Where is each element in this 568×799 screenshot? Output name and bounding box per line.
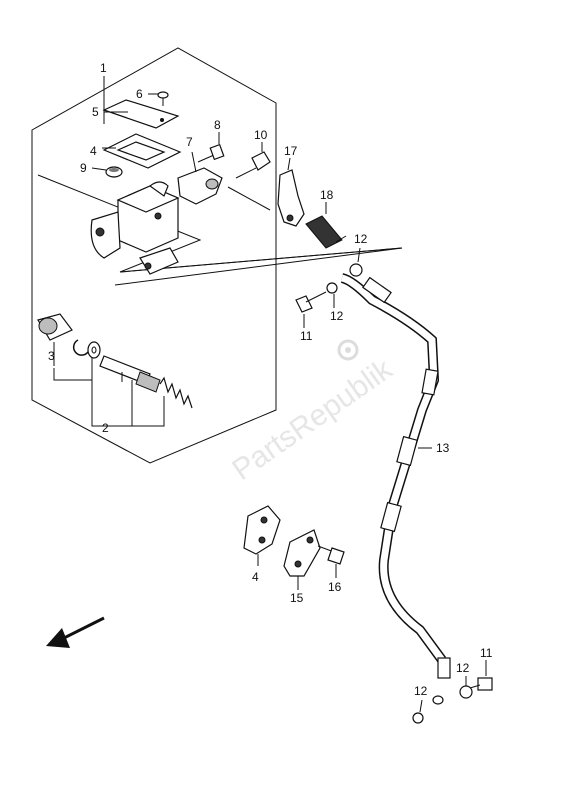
callout-12-b: 12 (330, 309, 344, 323)
washer-12c[interactable] (459, 685, 473, 699)
union-bolt-11-upper[interactable] (295, 291, 327, 313)
callout-11-upper: 11 (300, 329, 313, 343)
callout-17: 17 (284, 144, 298, 158)
callout-15: 15 (290, 591, 304, 605)
pivot-bolt-10[interactable] (235, 142, 271, 179)
callout-6: 6 (136, 87, 143, 101)
callout-12-a: 12 (354, 232, 368, 246)
dust-boot-3[interactable] (37, 313, 73, 366)
guide-line-17 (227, 186, 271, 211)
callout-11-lower: 11 (480, 646, 493, 660)
bolt-8[interactable] (197, 132, 225, 163)
washer-12a[interactable] (326, 282, 338, 294)
callout-4-lower: 4 (252, 570, 259, 584)
spring (159, 376, 193, 409)
circlip[interactable] (72, 339, 89, 356)
washer[interactable] (87, 341, 101, 359)
watermark: PartsRepublik (226, 339, 399, 487)
callout-3: 3 (48, 349, 55, 363)
callout-10: 10 (254, 128, 268, 142)
callout-9: 9 (80, 161, 87, 175)
callout-12-c: 12 (456, 661, 470, 675)
callout-13: 13 (436, 441, 450, 455)
diaphragm-9[interactable] (91, 166, 123, 178)
gear-logo-icon (337, 339, 359, 361)
callout-1: 1 (100, 61, 107, 75)
callout-16: 16 (328, 580, 342, 594)
callout-18: 18 (320, 188, 334, 202)
switch-18[interactable] (305, 202, 347, 249)
bracket-15[interactable] (283, 529, 321, 590)
guide-line-fitting-2 (114, 247, 403, 286)
washer-12b[interactable] (349, 263, 363, 277)
screw-6[interactable] (148, 91, 169, 106)
callout-2: 2 (102, 421, 109, 435)
callout-5: 5 (92, 105, 99, 119)
washer-12d[interactable] (412, 712, 424, 724)
brake-hose-13[interactable] (340, 273, 451, 705)
piston-set-2[interactable] (99, 355, 193, 409)
front-direction-arrow-icon (46, 616, 105, 648)
lever-17[interactable] (277, 157, 305, 227)
plate-4[interactable] (102, 133, 182, 169)
reservoir-cover-5[interactable] (102, 99, 180, 129)
callout-7: 7 (186, 135, 193, 149)
callout-12-d: 12 (414, 684, 428, 698)
clamp-4[interactable] (243, 505, 281, 566)
callout-8: 8 (214, 118, 221, 132)
union-bolt-11-lower[interactable] (469, 660, 493, 691)
master-cylinder-body[interactable] (90, 181, 180, 275)
assembly-outline (31, 47, 277, 464)
callout-4-upper: 4 (90, 144, 97, 158)
lever-bracket-7[interactable] (177, 151, 223, 205)
bracket-line-2 (53, 368, 165, 427)
screw-16[interactable] (317, 545, 345, 578)
